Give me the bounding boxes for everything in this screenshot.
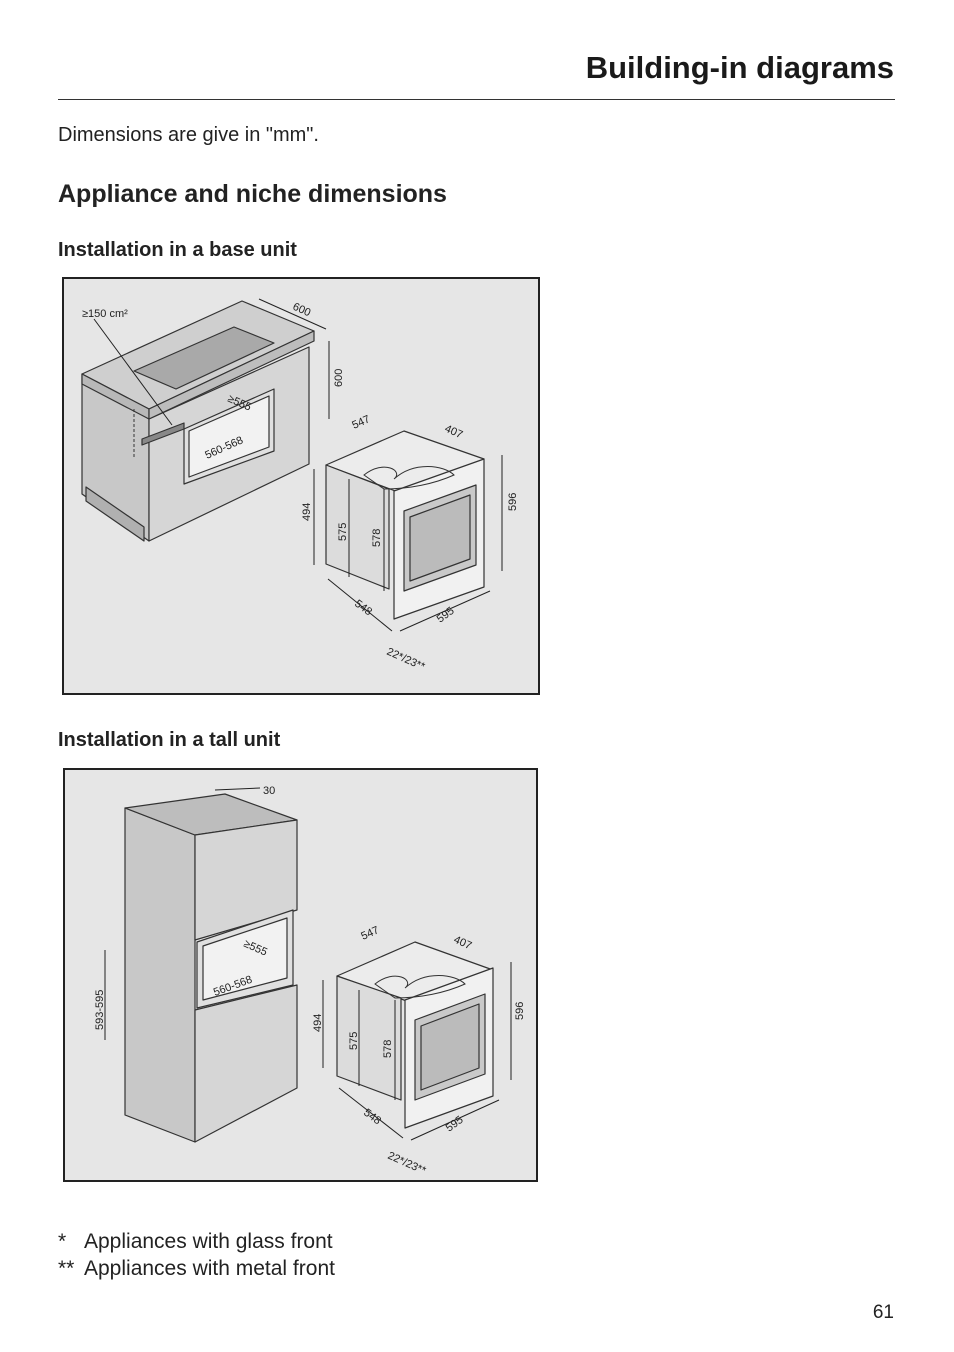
tall-body-width-label: 548 bbox=[361, 1107, 383, 1127]
tall-body-width-line bbox=[338, 1087, 404, 1139]
worktop-depth-label: 600 bbox=[291, 301, 313, 319]
tall-unit-diagram: 30 593-595 ≥555 560-568 547 407 596 494 … bbox=[63, 768, 538, 1182]
front-thickness-label: 22*/23** bbox=[385, 646, 427, 674]
tall-niche-back bbox=[202, 917, 288, 1001]
tall-unit-heading: Installation in a tall unit bbox=[58, 729, 281, 751]
niche-height-label: 593-595 bbox=[94, 990, 106, 1030]
tall-front-width-line bbox=[410, 1099, 500, 1141]
footnote-mark: ** bbox=[58, 1257, 75, 1280]
tall-inner-height-label: 575 bbox=[348, 1032, 360, 1050]
side-height-label: 494 bbox=[301, 503, 313, 521]
hob bbox=[133, 326, 275, 390]
base-unit-diagram: ≥150 cm² 600 600 ≥555 560-568 547 407 59… bbox=[62, 277, 540, 695]
cabinet-plinth bbox=[85, 486, 145, 542]
tall-oven-window-glass bbox=[420, 1003, 480, 1091]
footnote-text: Appliances with glass front bbox=[84, 1230, 333, 1253]
page-number: 61 bbox=[872, 1302, 894, 1323]
front-height-label: 596 bbox=[507, 493, 519, 511]
tall-oven-side bbox=[336, 975, 402, 1101]
oven-heating-element bbox=[363, 466, 455, 490]
base-unit-drawing: ≥150 cm² 600 600 ≥555 560-568 547 407 59… bbox=[81, 298, 519, 674]
worktop-height-label: 600 bbox=[333, 369, 345, 387]
section-heading: Appliance and niche dimensions bbox=[58, 180, 447, 208]
oven-window-glass bbox=[409, 494, 471, 582]
tall-oven-depth-label: 547 bbox=[359, 924, 381, 942]
back-gap-line bbox=[214, 787, 261, 791]
front-width-label: 595 bbox=[435, 605, 457, 625]
oven-side bbox=[325, 464, 390, 590]
tall-body-height-label: 578 bbox=[382, 1040, 394, 1058]
oven-panel-label: 407 bbox=[443, 423, 465, 441]
niche-back bbox=[188, 395, 270, 478]
page-title: Building-in diagrams bbox=[585, 50, 894, 85]
tall-cabinet-upper-front bbox=[194, 819, 298, 941]
tall-side-height-label: 494 bbox=[312, 1014, 324, 1032]
footnote-mark: * bbox=[58, 1230, 67, 1253]
body-width-line bbox=[327, 578, 393, 632]
footnote-metal: ** Appliances with metal front bbox=[58, 1255, 335, 1282]
worktop-edge-front bbox=[148, 330, 315, 420]
footnotes: * Appliances with glass front ** Applian… bbox=[58, 1228, 335, 1282]
tall-unit-drawing: 30 593-595 ≥555 560-568 547 407 596 494 … bbox=[94, 785, 526, 1178]
inner-height-label: 575 bbox=[337, 523, 349, 541]
body-height-label: 578 bbox=[371, 529, 383, 547]
back-gap-label: 30 bbox=[263, 785, 275, 797]
base-unit-heading: Installation in a base unit bbox=[58, 239, 297, 261]
tall-front-height-label: 596 bbox=[514, 1002, 526, 1020]
tall-front-thickness-label: 22*/23** bbox=[386, 1150, 428, 1178]
tall-oven-heating-element bbox=[374, 975, 466, 999]
intro-text: Dimensions are give in "mm". bbox=[58, 124, 319, 146]
tall-oven-panel-label: 407 bbox=[452, 934, 474, 952]
vent-label: ≥150 cm² bbox=[82, 308, 128, 320]
vent-slot bbox=[141, 422, 185, 446]
front-width-line bbox=[399, 590, 491, 632]
title-divider bbox=[58, 99, 895, 100]
oven-depth-label: 547 bbox=[350, 413, 372, 431]
worktop-depth-line bbox=[258, 298, 327, 330]
footnote-glass: * Appliances with glass front bbox=[58, 1228, 335, 1255]
footnote-text: Appliances with metal front bbox=[84, 1257, 335, 1280]
tall-cabinet-side bbox=[124, 807, 196, 1143]
tall-cabinet-lower-front bbox=[194, 984, 298, 1143]
vent-leader bbox=[93, 318, 173, 426]
